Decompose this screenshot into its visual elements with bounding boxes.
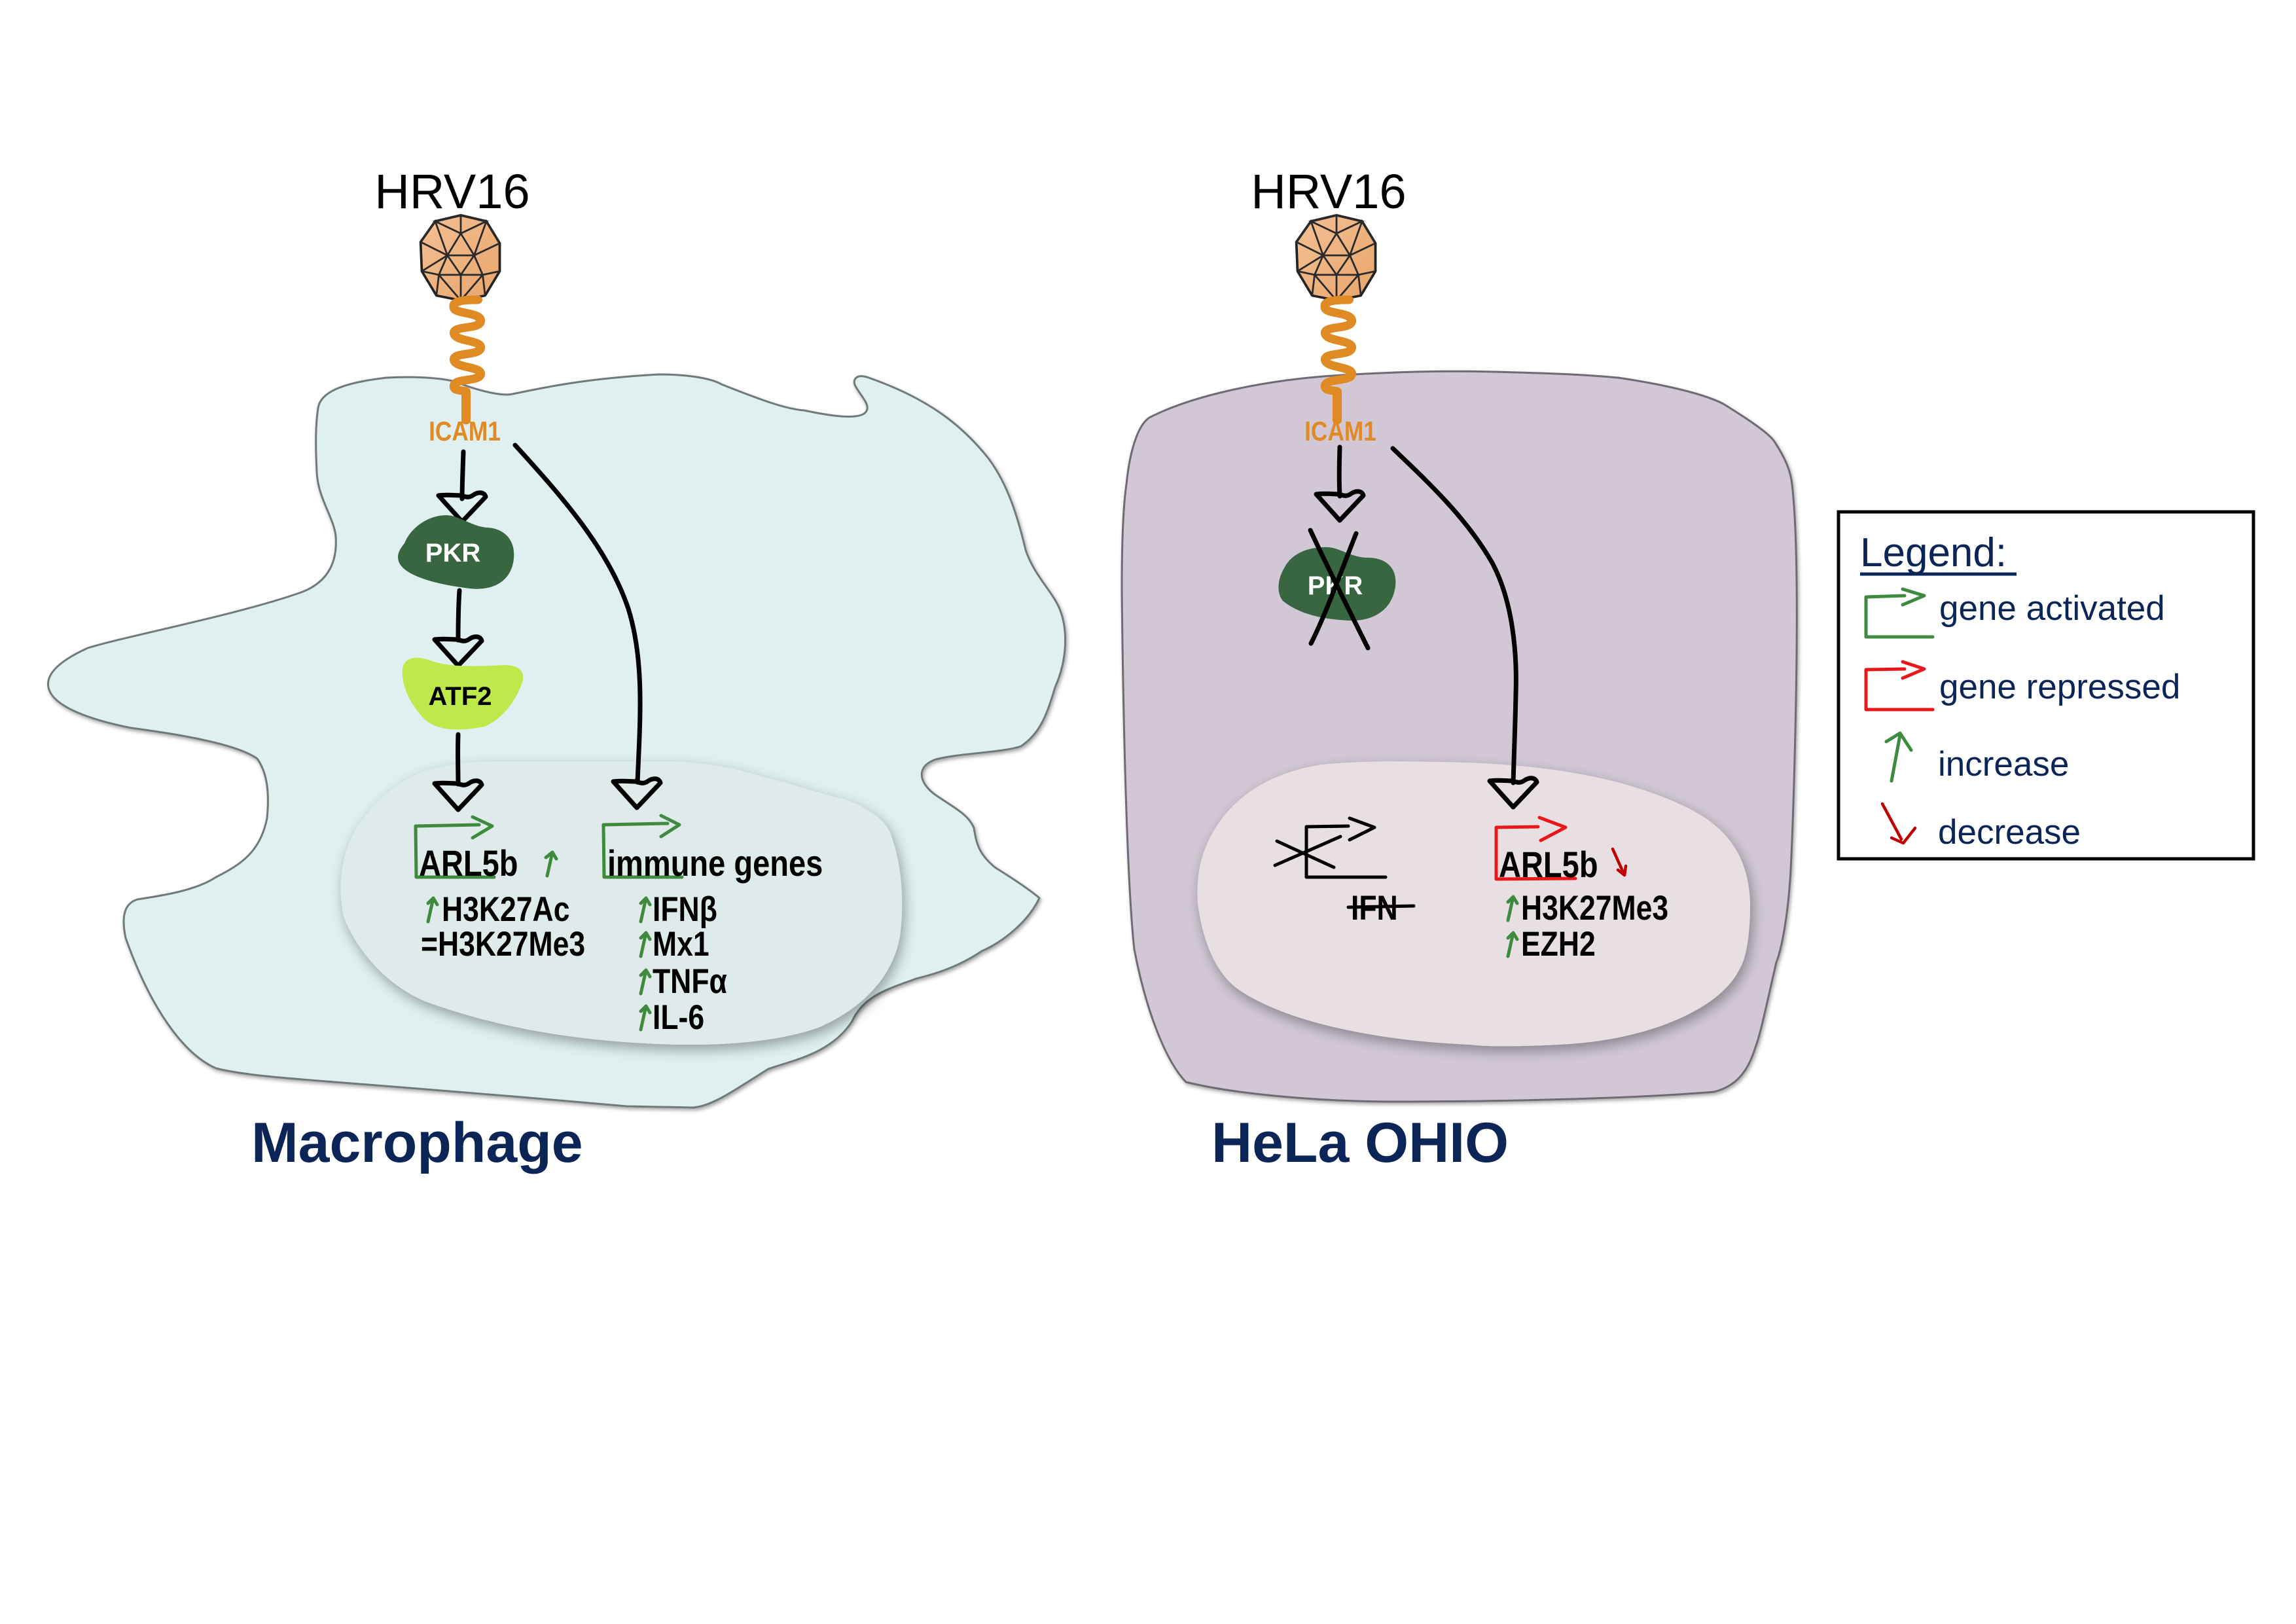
icam1-to-immune-genes-arrow <box>512 442 643 785</box>
legend-item-increase: increase <box>1884 731 2069 784</box>
il6-label: IL-6 <box>653 998 704 1036</box>
increase-arrow-icon <box>639 931 652 958</box>
decrease-arrow-icon <box>1880 802 1917 845</box>
legend-label: increase <box>1938 745 2069 784</box>
increase-arrow-icon <box>639 896 652 924</box>
increase-arrow-icon <box>1506 931 1519 958</box>
ifnb-label: IFNβ <box>653 890 717 928</box>
macrophage-cell-label: Macrophage <box>251 1111 583 1174</box>
blocked-promoter-icon <box>1273 816 1388 879</box>
immune-genes-label: immune genes <box>607 842 823 884</box>
increase-arrow-icon <box>544 850 558 878</box>
activated-promoter-icon <box>601 814 684 879</box>
macrophage-pkr-label: PKR <box>425 539 481 568</box>
mx1-label: Mx1 <box>653 925 709 963</box>
legend: Legend: gene activated gene repressed in… <box>1837 510 2255 861</box>
increase-arrow-icon <box>639 968 652 996</box>
repressed-promoter-icon <box>1864 660 1935 712</box>
legend-box <box>1837 510 2255 861</box>
ifn-strikethrough <box>1346 904 1416 909</box>
hela-panel: HRV16 ICAM1 PKR IFN ARL5b <box>1121 164 1798 1174</box>
ezh2-label: EZH2 <box>1521 925 1596 963</box>
h3k27ac-label: H3K27Ac <box>442 890 569 928</box>
hela-cell-label: HeLa OHIO <box>1211 1111 1509 1174</box>
macrophage-icam1-label: ICAM1 <box>429 416 501 447</box>
icam1-to-pkr-arrow <box>1336 444 1342 499</box>
legend-item-gene-activated: gene activated <box>1864 587 2165 639</box>
macrophage-virus-label: HRV16 <box>374 164 529 219</box>
gene-name-underlined: ARL <box>419 842 482 884</box>
increase-arrow-icon <box>639 1004 652 1032</box>
gene-name-rest: 5b <box>482 842 518 884</box>
tnfa-label: TNFα <box>653 962 727 1000</box>
legend-label: decrease <box>1938 813 2081 852</box>
hela-virus-label: HRV16 <box>1251 164 1406 219</box>
hela-nucleus <box>1197 761 1750 1047</box>
macrophage-panel: HRV16 ICAM1 PKR ATF2 ARL5b <box>47 164 1067 1174</box>
legend-label: gene repressed <box>1939 668 2180 706</box>
icam1-to-pkr-arrow <box>459 449 466 501</box>
increase-arrow-icon <box>426 896 439 924</box>
hrv16-virus-icon <box>1295 213 1377 302</box>
increase-arrow-icon <box>1506 895 1519 922</box>
macrophage-arl5b-label: ARL5b <box>419 842 518 884</box>
hela-arl5b-label: ARL5b <box>1499 844 1598 885</box>
activated-promoter-icon <box>1864 587 1935 639</box>
icam1-to-arl5b-arrow <box>1390 446 1518 785</box>
activated-promoter-icon <box>414 815 496 879</box>
h3k27me3-label: =H3K27Me3 <box>421 925 585 963</box>
legend-item-gene-repressed: gene repressed <box>1864 660 2180 712</box>
hela-h3k27me3-label: H3K27Me3 <box>1521 889 1668 927</box>
atf2-protein <box>402 657 524 730</box>
legend-label: gene activated <box>1939 589 2165 628</box>
legend-title: Legend: <box>1860 530 2007 575</box>
decrease-arrow-icon <box>1611 847 1628 877</box>
macrophage-atf2-label: ATF2 <box>428 682 492 711</box>
hrv16-virus-icon <box>419 213 501 302</box>
pkr-blocked-x-icon <box>1308 528 1371 651</box>
increase-arrow-icon <box>1884 731 1913 783</box>
pkr-protein <box>397 515 514 589</box>
repressed-promoter-icon <box>1494 816 1577 881</box>
hela-icam1-label: ICAM1 <box>1304 416 1376 447</box>
pkr-to-atf2-arrow <box>456 588 462 643</box>
legend-item-decrease: decrease <box>1880 802 2081 852</box>
